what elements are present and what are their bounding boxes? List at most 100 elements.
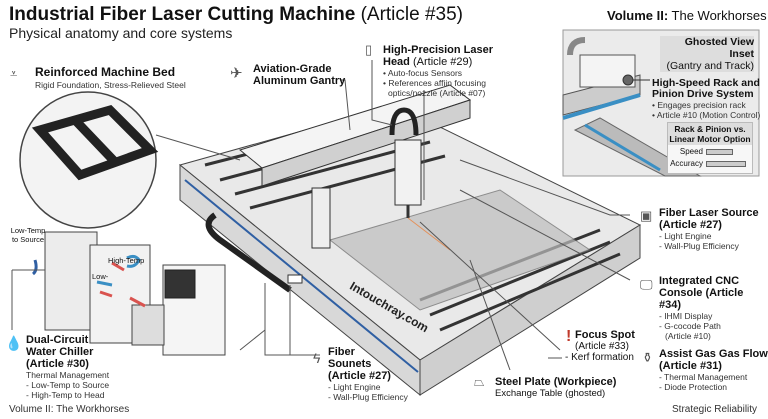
source-bullet: - Light Engine	[659, 231, 712, 241]
comparison-bar-label: Speed	[679, 147, 703, 156]
gantry-leg	[311, 187, 331, 249]
exclamation-icon: !	[566, 328, 572, 345]
comparison-bar-row: Speed	[668, 146, 752, 157]
page-title: Industrial Fiber Laser Cutting Machine (…	[9, 4, 463, 26]
monitor-icon: 🖵	[640, 277, 653, 292]
high-temp-label: High-Temp	[108, 256, 145, 265]
cnc-bullet: - IHMI Display	[659, 311, 713, 321]
water-drops-icon: 💧	[5, 335, 23, 351]
chiller-unit-1	[44, 231, 98, 331]
cnc-bullet: - G-cocode Path	[659, 321, 721, 331]
inset-title-text: Ghosted View Inset	[684, 36, 754, 60]
machine-bed-icon: ⩡	[10, 66, 18, 81]
low-temp-to-source-label: Low-Temp to Source	[10, 226, 46, 244]
airplane-icon: ✈	[230, 65, 243, 82]
cnc-title-2: Console (Article #34)	[659, 287, 744, 311]
gantry-title-1: Aviation-Grade	[253, 63, 332, 75]
cnc-callout: Integrated CNC Console (Article #34) - I…	[659, 275, 768, 341]
head-title-1: High-Precision Laser	[383, 44, 494, 56]
chiller-bullet: - Low-Temp to Source	[26, 380, 110, 390]
drive-bullet: • Article #10 (Motion Control)	[652, 110, 761, 120]
drive-title-1: High-Speed Rack and	[652, 77, 760, 89]
head-callout: High-Precision Laser Head (Article #29) …	[383, 44, 493, 98]
chiller-title-2: Water Chiller	[26, 346, 94, 358]
gas-callout: Assist Gas Gas Flow (Article #31) - Ther…	[659, 348, 768, 392]
cnc-title-1: Integrated CNC	[659, 275, 740, 287]
inset-title: Ghosted View Inset(Gantry and Track)	[660, 36, 754, 72]
low-temp-label: Low-	[92, 272, 109, 281]
bed-desc: Rigid Foundation, Stress-Relieved Steel	[35, 80, 186, 90]
laser-beam	[407, 217, 451, 251]
chiller-title-3: (Article #30)	[26, 358, 89, 370]
volume-rest: The Workhorses	[668, 8, 767, 23]
gas-bullet: - Thermal Management	[659, 372, 748, 382]
plate-callout: Steel Plate (Workpiece) Exchange Table (…	[495, 376, 616, 400]
volume-bold: Volume II:	[607, 8, 669, 23]
source-title-2: (Article #27)	[659, 219, 722, 231]
gas-title-2: (Article #31)	[659, 360, 722, 372]
focus-title: Focus Spot	[575, 329, 635, 341]
volume-label: Volume II: The Workhorses	[607, 8, 767, 23]
sounets-title-3: (Article #27)	[328, 370, 391, 382]
source-bullet: - Wall-Plug Efficiency	[659, 241, 739, 251]
lightning-icon: ϟ	[313, 350, 321, 366]
drive-callout: High-Speed Rack and Pinion Drive System …	[652, 77, 761, 121]
focus-ref: (Article #33)	[575, 341, 629, 352]
title-ref: (Article #35)	[360, 4, 463, 25]
kerf-label: - Kerf formation	[565, 352, 634, 363]
cnc-bullet: (Article #10)	[665, 331, 711, 341]
bed-frame-detail	[31, 104, 159, 181]
comparison-bar-row: Accuracy	[668, 158, 752, 169]
footer-left: Volume II: The Workhorses	[9, 404, 130, 415]
drive-title-2: Pinion Drive System	[652, 88, 754, 100]
source-title-1: Fiber Laser Source	[659, 207, 759, 219]
comparison-title: Rack & Pinion vs.Linear Motor Option	[668, 123, 752, 145]
footer-right: Strategic Reliability	[672, 404, 758, 415]
head-title-2: Head	[383, 56, 410, 68]
plate-desc: Exchange Table (ghosted)	[495, 388, 606, 399]
lower-cable-chain	[205, 212, 292, 293]
plate-title: Steel Plate (Workpiece)	[495, 376, 617, 388]
comparison-title-2: Linear Motor Option	[669, 134, 751, 144]
comparison-bar	[706, 160, 747, 167]
comparison-title-1: Rack & Pinion vs.	[674, 124, 746, 134]
sounets-title-2: Sounets	[328, 358, 372, 370]
steel-plate	[328, 189, 592, 311]
gas-bottle-icon: ⚱	[642, 350, 653, 365]
laser-head-icon: ▯	[365, 42, 373, 57]
chiller-title-1: Dual-Circuit	[26, 334, 89, 346]
comparison-box: Rack & Pinion vs.Linear Motor Option Spe…	[667, 122, 753, 174]
gantry-beam-front	[261, 99, 471, 187]
sounets-title-1: Fiber	[328, 346, 355, 358]
console-screen	[164, 269, 196, 299]
gas-title-1: Assist Gas Gas Flow	[659, 348, 768, 360]
leader-lines	[11, 60, 631, 371]
chip-icon: ▣	[640, 208, 653, 223]
head-ref: (Article #29)	[412, 56, 473, 68]
chiller-bullet: - High-Temp to Head	[26, 390, 105, 400]
bed-title: Reinforced Machine Bed	[35, 65, 176, 79]
chiller-desc: Thermal Management	[26, 370, 110, 380]
source-callout: Fiber Laser Source (Article #27) - Light…	[659, 207, 759, 251]
title-main: Industrial Fiber Laser Cutting Machine	[9, 4, 356, 25]
chiller-callout: Dual-Circuit Water Chiller (Article #30)…	[26, 334, 109, 400]
head-bullet: • Auto-focus Sensors	[383, 68, 463, 78]
page-subtitle: Physical anatomy and core systems	[9, 25, 233, 41]
comparison-bar	[706, 148, 734, 155]
sounets-bullet: - Wall-Plug Efficiency	[328, 392, 408, 402]
cable-chain	[389, 107, 419, 136]
drive-bullet: • Engages precision rack	[652, 100, 746, 110]
head-bullet: optics/nozzle (Article #07)	[388, 88, 486, 98]
sounets-bullet: - Light Engine	[328, 382, 381, 392]
inset-subtitle: (Gantry and Track)	[666, 60, 754, 72]
comparison-bar-label: Accuracy	[670, 159, 703, 168]
sounets-callout: Fiber Sounets (Article #27) - Light Engi…	[328, 346, 408, 402]
head-bullet: • References affiin focusing	[383, 78, 486, 88]
focus-callout: Focus Spot (Article #33)	[575, 329, 635, 353]
gas-bullet: - Diode Protection	[659, 382, 728, 392]
laser-head	[394, 139, 422, 206]
steel-plate-icon: ⏢	[474, 374, 485, 389]
